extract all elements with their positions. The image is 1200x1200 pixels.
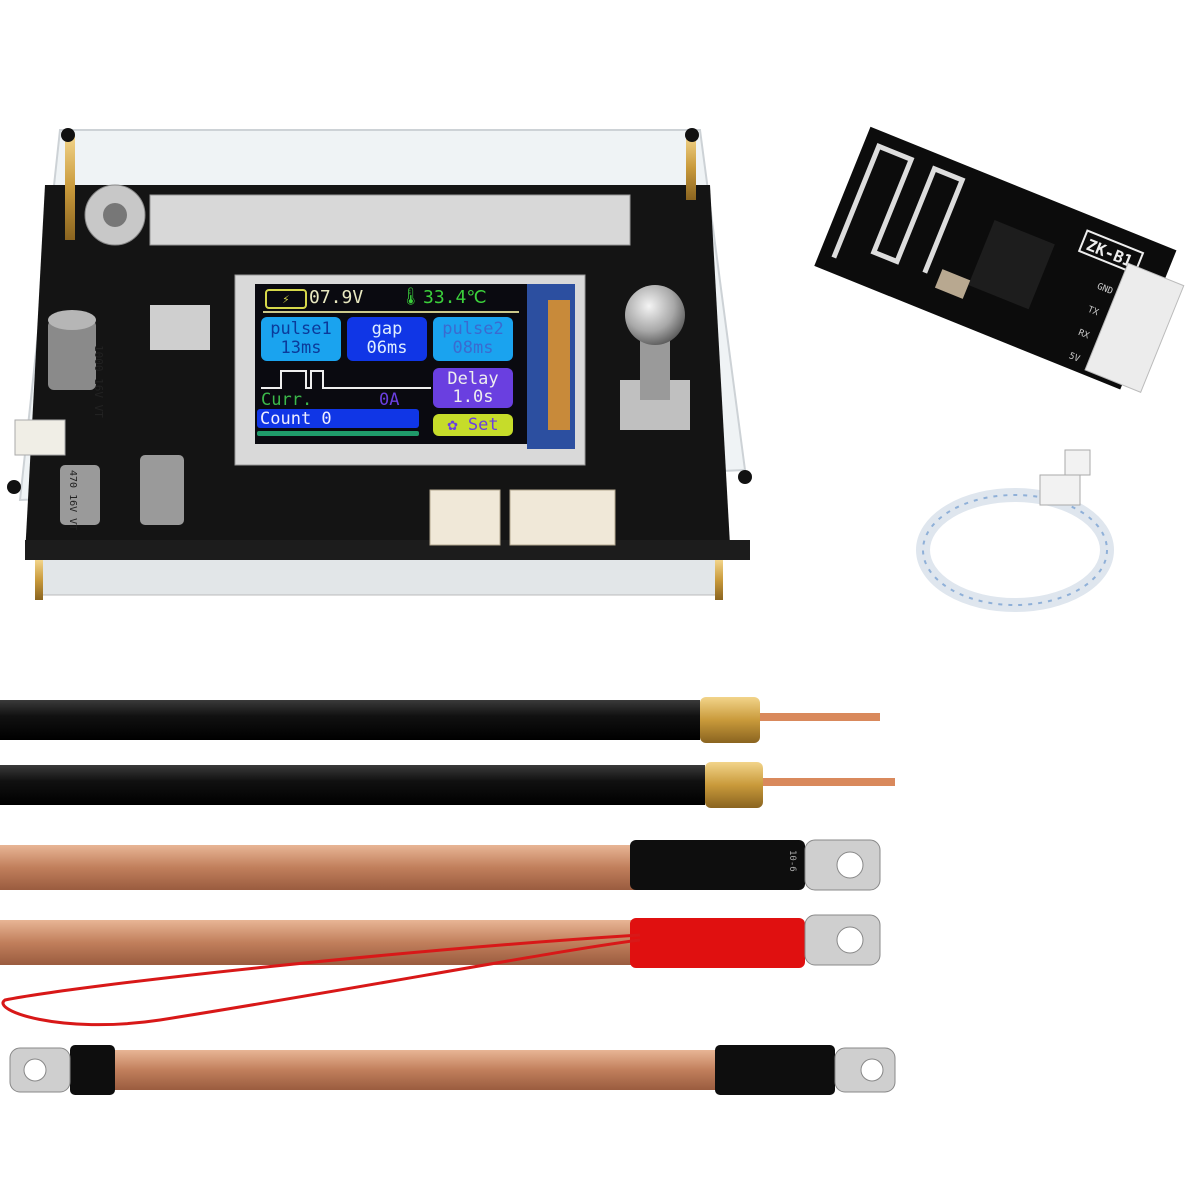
- capacitor-large: 1000 16V VT: [48, 310, 105, 418]
- battery-icon: ⚡: [265, 289, 307, 309]
- welding-pen-1: [0, 697, 880, 743]
- copper-cable-short: [9, 1045, 896, 1095]
- copper-cable-red: [0, 914, 881, 1027]
- svg-text:10-6: 10-6: [787, 850, 797, 872]
- ribbon-cable: [916, 449, 1114, 612]
- rotary-encoder-knob[interactable]: [620, 285, 690, 430]
- gear-icon: ✿: [447, 415, 458, 435]
- pulse-waveform: [261, 368, 431, 392]
- svg-text:1000 16V VT: 1000 16V VT: [92, 345, 105, 418]
- thermometer-icon: 🌡: [400, 287, 422, 307]
- divider: [263, 311, 519, 313]
- svg-text:RX: RX: [1077, 328, 1091, 342]
- copper-cable-black: 10-6: [0, 839, 881, 891]
- welding-pen-2: [0, 762, 895, 808]
- capacitor-small: 470 16V VT: [60, 455, 184, 530]
- temperature-readout: 33.4℃: [423, 287, 487, 308]
- set-button[interactable]: ✿ Set: [433, 414, 513, 436]
- current-value: 0A: [379, 390, 400, 410]
- count-bar: Count 0: [257, 409, 419, 429]
- current-label: Curr.: [261, 390, 313, 410]
- voltage-readout: 07.9V: [309, 287, 364, 308]
- svg-text:470 16V VT: 470 16V VT: [67, 470, 78, 530]
- bluetooth-module: ZK-B1 GND TX RX 5V: [814, 126, 1185, 393]
- svg-text:TX: TX: [1086, 305, 1100, 319]
- svg-text:5V: 5V: [1067, 351, 1081, 365]
- progress-bar: [257, 431, 419, 436]
